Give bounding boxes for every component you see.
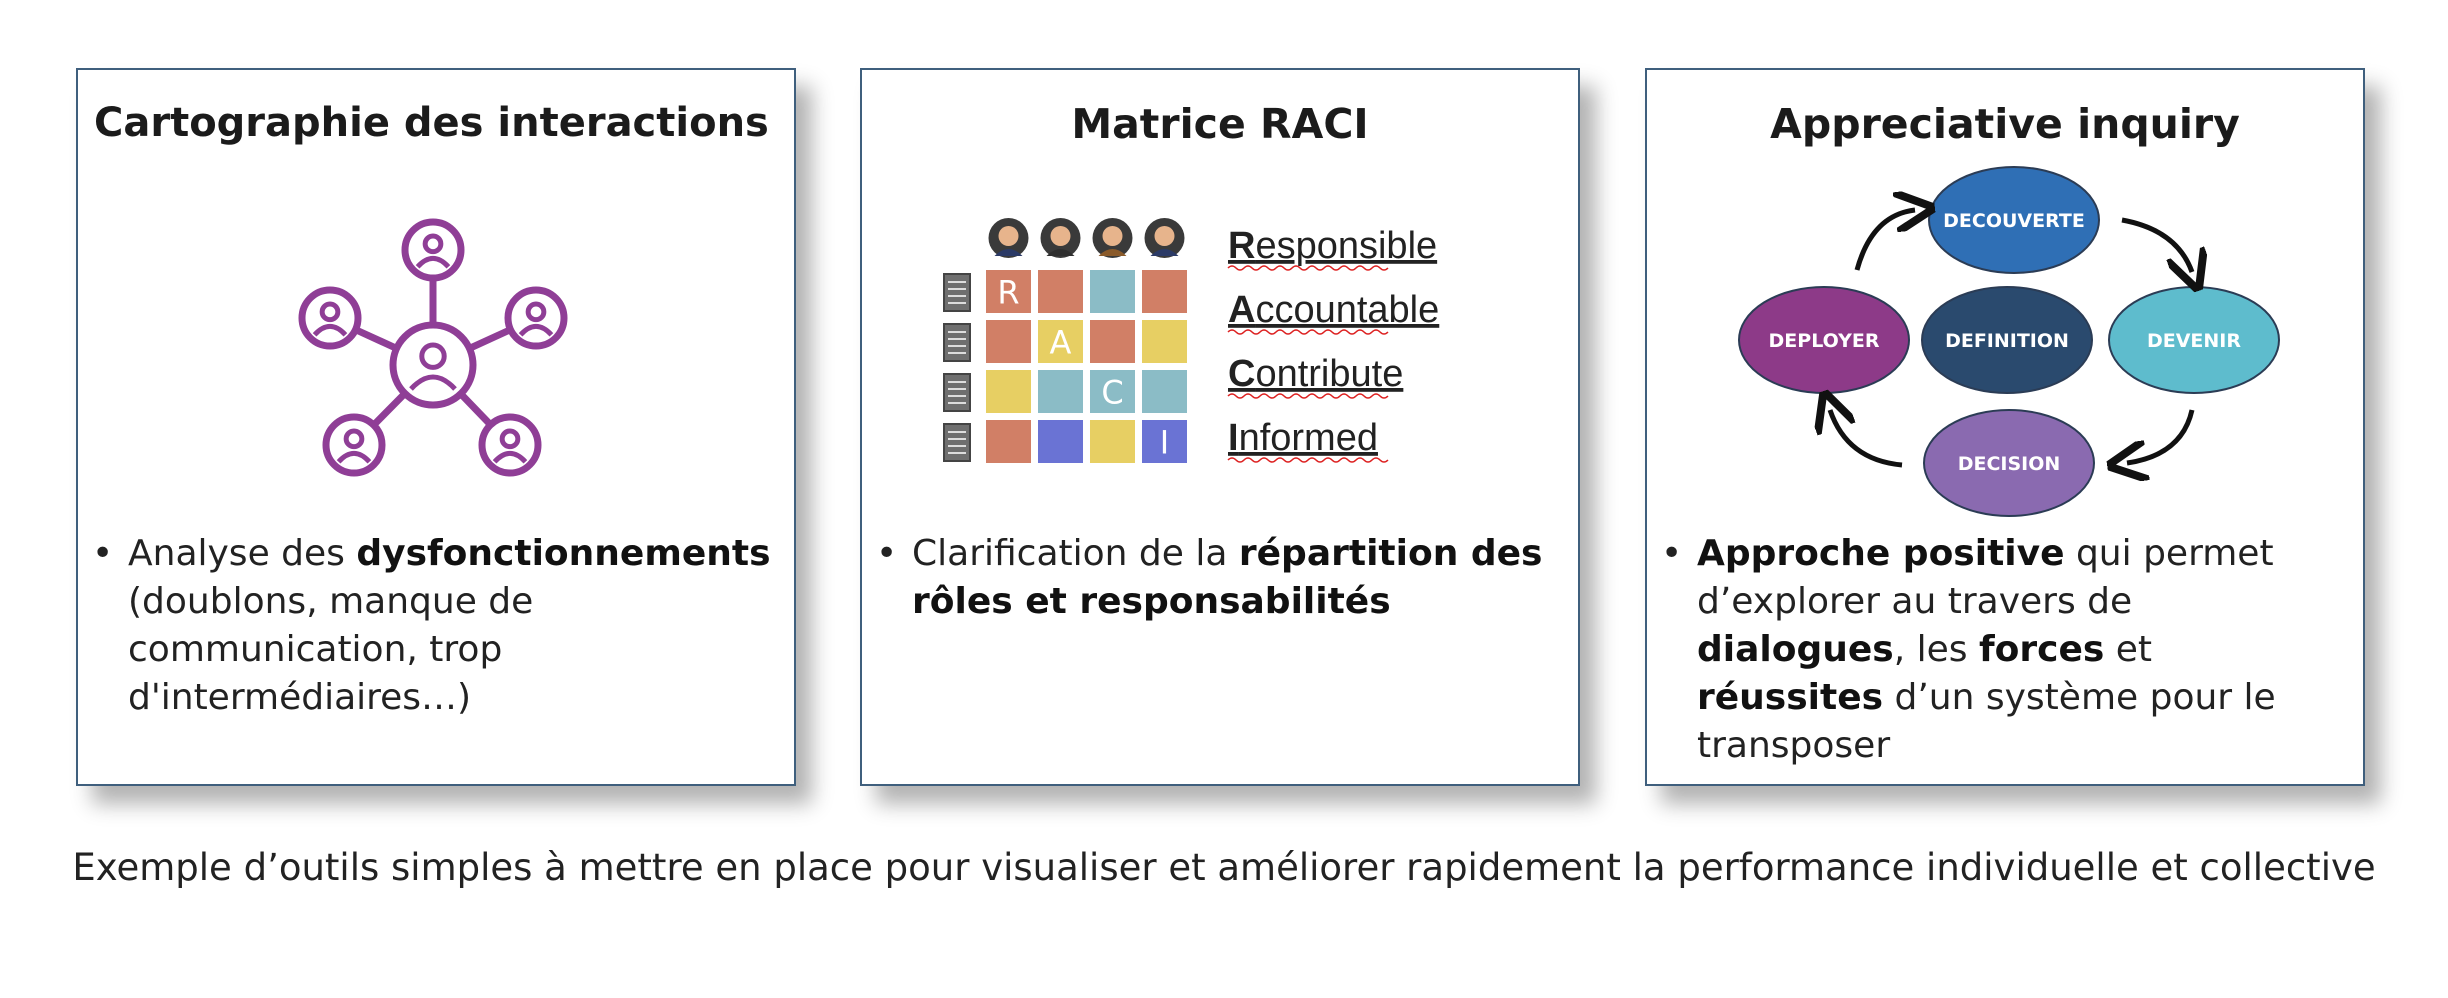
bullet-segment: forces [1978, 629, 2105, 670]
raci-matrix-icon: RACI ResponsibleAccountableContributeInfo… [943, 218, 1439, 463]
document-icon [943, 323, 971, 362]
document-icon [943, 273, 971, 312]
matrix-letter: C [1101, 374, 1123, 412]
matrix-cell [1038, 270, 1083, 313]
raci-term: Accountable [1228, 289, 1439, 331]
raci-term: Contribute [1228, 353, 1403, 395]
cycle-node-devenir: DEVENIR [2108, 286, 2280, 394]
spellcheck-underline [1227, 265, 1389, 271]
document-icon [943, 373, 971, 412]
connection-line [467, 326, 512, 352]
connection-line [458, 391, 494, 428]
bullet-segment: et [2104, 629, 2153, 670]
bullet-segment: , les [1893, 629, 1979, 670]
spellcheck-underline [1227, 329, 1389, 335]
matrix-cell [1090, 370, 1135, 413]
person-icon [478, 413, 542, 477]
person-avatar-icon [1092, 218, 1133, 258]
bullet-segment: dysfonctionnements [356, 533, 771, 574]
raci-term: Responsible [1228, 225, 1437, 267]
matrix-letter: A [1050, 324, 1072, 362]
bullet-segment: qui permet d’explorer au travers de [1697, 533, 2274, 622]
matrix-letter: R [997, 274, 1019, 312]
node-label: DEPLOYER [1769, 330, 1880, 352]
bullet-segment: Approche positive [1697, 533, 2065, 574]
bullet-segment: répartition des rôles et responsabilités [912, 533, 1543, 622]
cycle-arrow [1830, 410, 1903, 468]
person-icon [504, 286, 568, 350]
person-avatar-icon [988, 218, 1029, 258]
card-cartographie: Cartographie des interactions • Analyse … [76, 68, 796, 786]
cycle-arrow [2127, 409, 2195, 463]
person-icon [322, 413, 386, 477]
card-title: Cartographie des interactions [94, 100, 769, 146]
matrix-cell [986, 320, 1031, 363]
matrix-cell [1038, 320, 1083, 363]
bullet-segment: dialogues [1697, 629, 1894, 670]
matrix-cell [1142, 270, 1187, 313]
ai-cycle-diagram: DECOUVERTE DEVENIR DECISION DEPLOYER DEFINIT… [1738, 166, 2280, 517]
matrix-cell [1142, 320, 1187, 363]
card-title: Appreciative inquiry [1770, 100, 2240, 148]
matrix-letter: I [1160, 424, 1169, 462]
matrix-cell [1038, 370, 1083, 413]
matrix-cell [986, 420, 1031, 463]
matrix-cell [986, 370, 1031, 413]
spellcheck-underline [1227, 457, 1389, 463]
interaction-network-icon [298, 218, 568, 477]
matrix-cell [1142, 370, 1187, 413]
matrix-cell [1142, 420, 1187, 463]
matrix-cell [986, 270, 1031, 313]
cycle-node-deployer: DEPLOYER [1738, 286, 1910, 394]
caption: Exemple d’outils simples à mettre en pla… [72, 846, 2376, 889]
bullet-segment: Clarification de la [912, 533, 1239, 574]
bullet-segment: d’un système pour le transposer [1697, 677, 2276, 766]
document-icon [943, 423, 971, 462]
spellcheck-underline [1227, 393, 1389, 399]
matrix-cell [1038, 420, 1083, 463]
cycle-node-definition: DEFINITION [1921, 286, 2093, 394]
cycle-node-decision: DECISION [1923, 409, 2095, 517]
node-label: DECISION [1958, 453, 2061, 475]
bullet-content: Approche positive qui permet d’explorer … [1697, 530, 2347, 770]
bullet-content: Analyse des dysfonctionnements (doublons… [128, 530, 778, 722]
cycle-arrow [1854, 210, 1915, 271]
raci-term: Informed [1228, 417, 1378, 459]
matrix-cell [1090, 420, 1135, 463]
node-label: DEVENIR [2147, 330, 2241, 352]
matrix-cell [1090, 270, 1135, 313]
person-icon [298, 286, 362, 350]
node-label: DECOUVERTE [1943, 210, 2085, 232]
person-avatar-icon [1144, 218, 1185, 258]
person-icon [401, 218, 465, 282]
matrix-cell [1090, 320, 1135, 363]
cycle-arrow [2121, 217, 2192, 272]
connection-line [371, 391, 408, 428]
person-avatar-icon [1040, 218, 1081, 258]
cycle-node-decouverte: DECOUVERTE [1928, 166, 2100, 274]
bullet-content: Clarification de la répartition des rôle… [912, 530, 1562, 626]
central-person-icon [389, 321, 477, 409]
bullet-segment: Analyse des [128, 533, 357, 574]
bullet-segment: réussites [1697, 677, 1884, 718]
node-label: DEFINITION [1945, 330, 2069, 352]
bullet-segment: (doublons, manque de communication, trop… [128, 581, 534, 718]
card-title: Matrice RACI [1071, 100, 1369, 148]
connection-line [354, 326, 399, 352]
